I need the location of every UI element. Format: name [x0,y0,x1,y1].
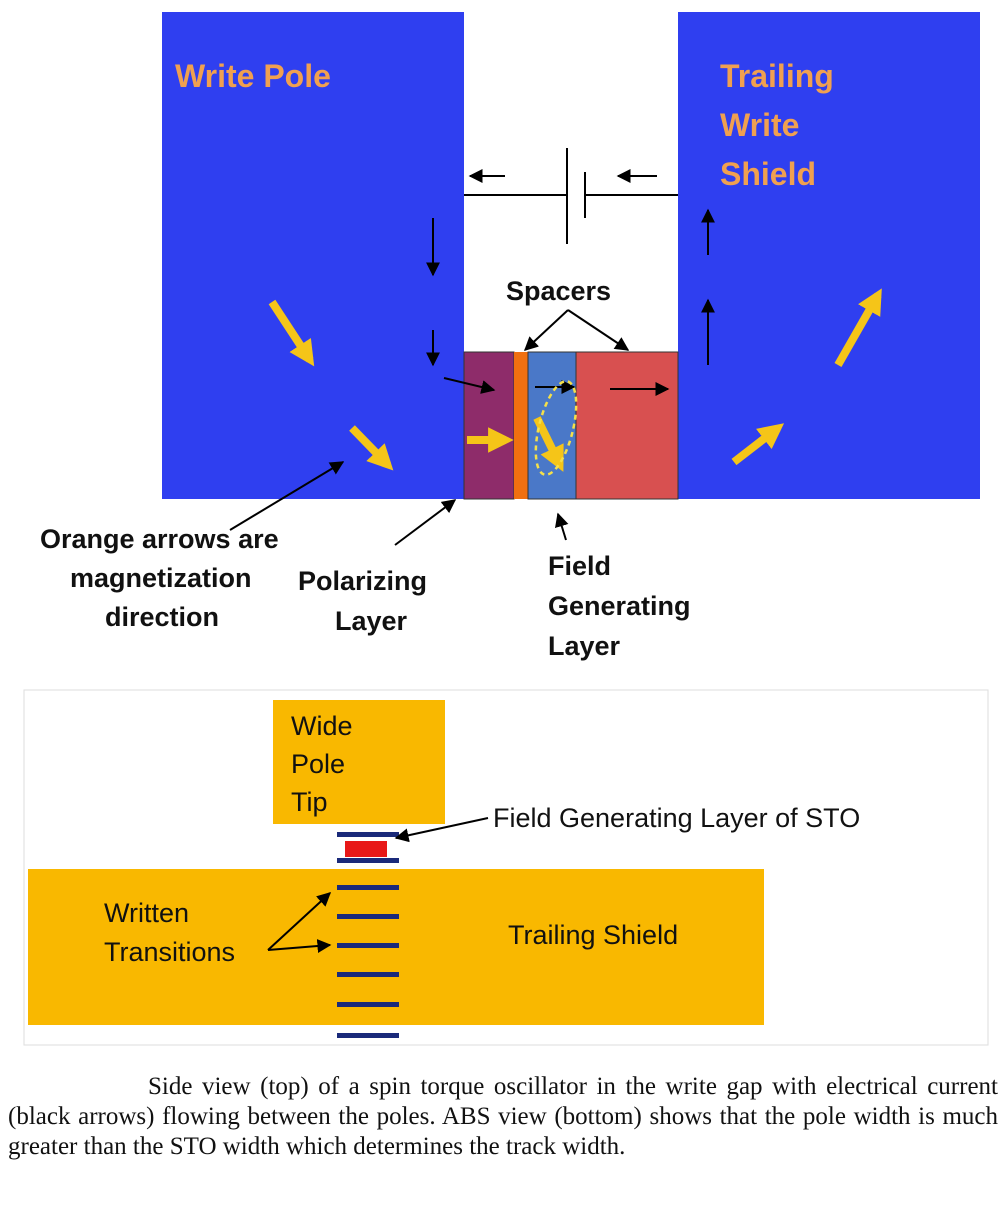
spacer-1 [514,352,528,499]
battery-symbol [464,148,678,244]
track-line [337,1033,399,1038]
polarizing-layer-label-line1: Polarizing [298,566,427,596]
write-pole-block [162,12,464,499]
spacers-pointer-left [523,309,569,351]
spacer-2-shield-side [575,351,679,500]
sto-fgl-block [345,841,387,857]
spacers-label: Spacers [506,276,611,306]
written-transitions-label-line1: Written [104,898,189,928]
fgl-precession-orbit [534,379,578,477]
orange-note-line1: Orange arrows are [40,524,279,554]
orange-note-line2: magnetization [70,563,252,593]
magnetization-arrow-fgl [533,416,564,472]
spacers-pointer-right [567,309,630,351]
fgl-label-line2: Generating [548,591,691,621]
wide-pole-tip-label-line1: Wide [291,711,353,741]
orange-note-pointer [229,461,345,531]
magnetization-arrow-pole-1 [268,299,315,367]
figure-caption: Side view (top) of a spin torque oscilla… [8,1073,998,1160]
track-line [337,858,399,863]
track-line [337,972,399,977]
track-line [337,943,399,948]
magnetization-arrow-shield-2 [834,288,882,367]
written-transition-tracks [337,832,399,1038]
written-transitions-label-line2: Transitions [104,937,235,967]
current-arrow-into-stack [443,377,496,394]
wide-pole-tip-label-line3: Tip [291,787,328,817]
wide-pole-tip-block [273,700,445,824]
trailing-shield-label-line2: Write [720,107,799,143]
trailing-write-shield-block [678,12,980,499]
trailing-shield-abs-label: Trailing Shield [508,920,678,950]
fgl-of-sto-label: Field Generating Layer of STO [493,803,860,833]
magnetization-arrow-shield-1 [731,423,785,466]
write-pole-label: Write Pole [175,58,331,94]
fgl-label-line3: Layer [548,631,621,661]
trailing-shield-label-line3: Shield [720,156,816,192]
polarizing-layer [463,351,515,500]
track-line [337,914,399,919]
trailing-shield-label-line1: Trailing [720,58,834,94]
track-line [337,885,399,890]
written-transitions-pointer-up [267,892,332,951]
polarizing-layer-pointer [394,499,457,546]
written-transitions-pointer-right [267,939,332,953]
track-line [337,832,399,837]
orange-note-line3: direction [105,602,219,632]
fgl-label-line1: Field [548,551,611,581]
field-generating-layer [527,351,577,500]
polarizing-layer-label-line2: Layer [335,606,408,636]
fgl-pointer [555,512,569,541]
wide-pole-tip-label-line2: Pole [291,749,345,779]
magnetization-arrow-pole-2 [349,425,394,471]
fgl-of-sto-pointer [394,817,489,843]
track-line [337,1002,399,1007]
